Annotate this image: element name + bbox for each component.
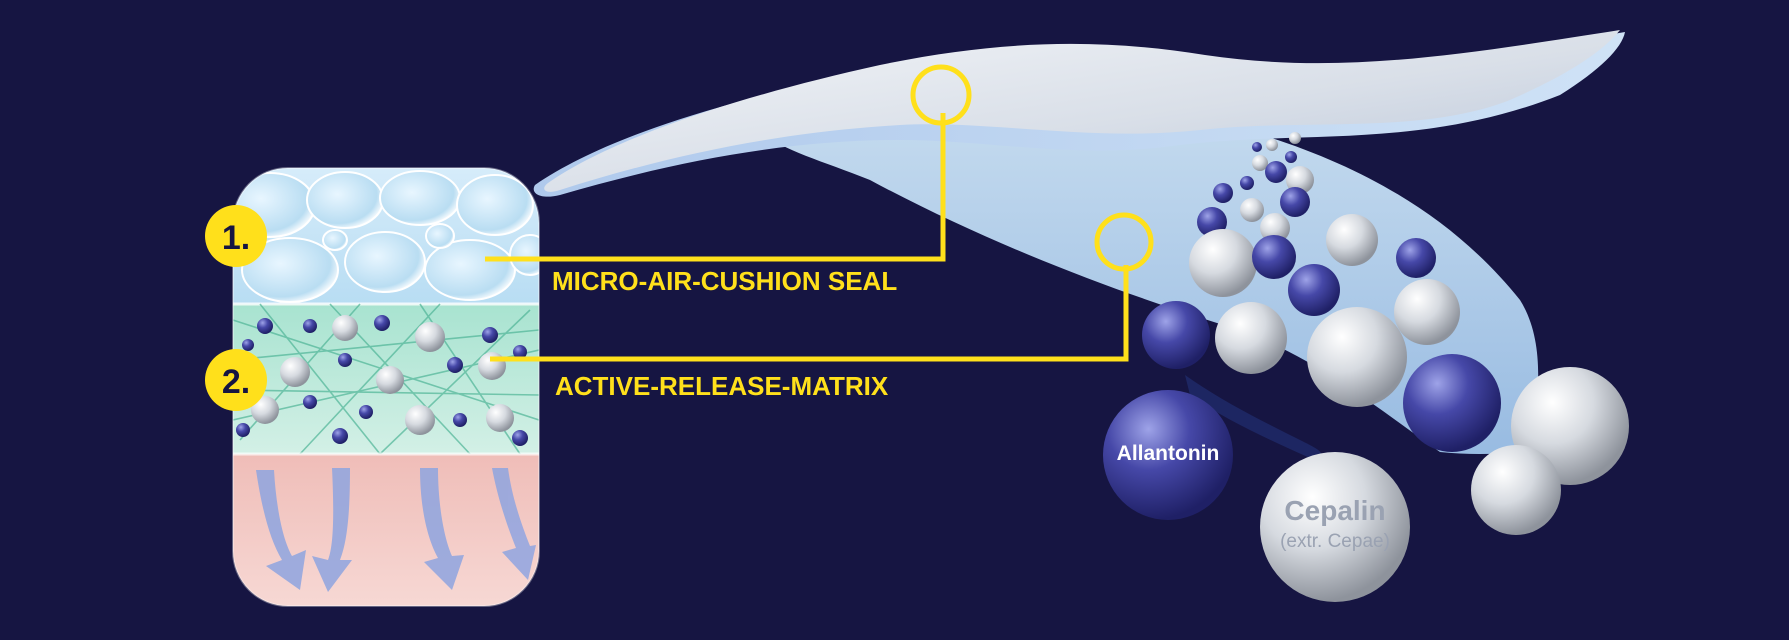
release-arrows bbox=[256, 468, 536, 592]
callout-ring-1 bbox=[910, 64, 972, 126]
layer-label-1: MICRO-AIR-CUSHION SEAL bbox=[552, 266, 897, 296]
layer-number-2: 2. bbox=[222, 363, 250, 401]
ingredient-particles bbox=[1142, 132, 1629, 535]
top-fleece bbox=[544, 30, 1620, 192]
matrix-particles bbox=[236, 315, 528, 446]
ingredient-cepalin-name: Cepalin bbox=[1284, 495, 1385, 526]
callout-ring-2 bbox=[1094, 212, 1154, 272]
callout-line-1 bbox=[485, 113, 946, 262]
skin-layer bbox=[233, 454, 539, 606]
ingredient-cepalin: Cepalin (extr. Cepae) bbox=[1260, 452, 1410, 602]
layer-badge-2: 2. bbox=[205, 349, 267, 411]
layer-number-1: 1. bbox=[222, 219, 250, 257]
ingredient-allantonin: Allantonin bbox=[1103, 390, 1233, 520]
layer-label-2: ACTIVE-RELEASE-MATRIX bbox=[555, 371, 889, 401]
callout-lines bbox=[485, 64, 1154, 362]
cross-section-block bbox=[233, 168, 539, 606]
air-bubbles bbox=[233, 170, 539, 303]
ingredient-cepalin-detail: (extr. Cepae) bbox=[1280, 531, 1390, 552]
layer-badge-1: 1. bbox=[205, 205, 267, 267]
ingredient-allantonin-name: Allantonin bbox=[1117, 442, 1220, 465]
callout-line-2 bbox=[490, 265, 1129, 362]
